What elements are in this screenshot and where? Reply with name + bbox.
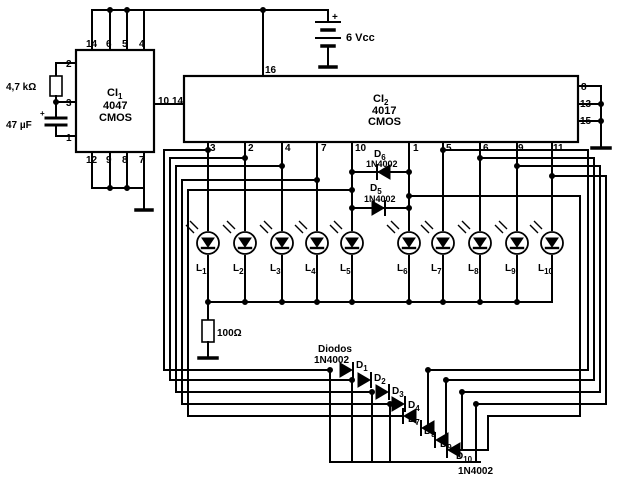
ci2-pin-1: 1 [413,143,419,154]
ci2-type: 4017 [372,105,396,117]
ci2-ground [577,85,612,150]
led-4: L4 [294,220,329,276]
resistor-timing-label: 4,7 kΩ [6,82,36,93]
led-9-label: L9 [505,263,516,276]
led-5-label: L5 [340,263,351,276]
ci1-pin-5: 5 [122,39,128,50]
ci2-pin-9: 9 [518,143,524,154]
battery-label: 6 Vcc [346,32,375,44]
ci1-pin-3: 3 [66,98,72,109]
ci2-family: CMOS [368,116,401,128]
led-9: L9 [494,220,529,276]
ci2-pin-7: 7 [321,143,327,154]
diode-d7-label: D7 [408,414,420,427]
led-5: L5 [329,220,364,276]
ci2-name: CI2 [373,93,389,107]
diode-d5-type: 1N4002 [364,194,396,204]
ci2-pin-4: 4 [285,143,291,154]
feedback-wires [163,147,607,451]
diode-d1-label: D1 [356,360,368,373]
led-2-label: L2 [233,263,244,276]
ci2-pin-3: 3 [210,143,216,154]
led-column-wires: 100Ω [197,141,553,360]
ci2-pin-16: 16 [265,65,277,76]
ci1-pin-1: 1 [66,133,72,144]
ci1-pin-4: 4 [139,39,145,50]
ci2-pin-5: 5 [446,143,452,154]
diode-chain-title: Diodos [318,344,352,355]
ci1-pin-10: 10 [158,96,170,107]
ci2-chip: CI2 4017 CMOS 16 14 8 13 15 3 2 4 7 10 1… [172,65,592,154]
diode-chain-bottom-type: 1N4002 [458,466,493,477]
ci2-pin-11: 11 [553,143,564,154]
led-1-label: L1 [196,263,207,276]
diode-d6-type: 1N4002 [366,159,398,169]
svg-text:+: + [40,109,45,118]
power-rail [91,7,329,77]
led-2: L2 [222,220,257,276]
ci2-pin-8: 8 [581,82,587,93]
ci1-pin-14: 14 [86,39,98,50]
diode-d2-label: D2 [374,373,386,386]
ci1-pin-6: 6 [106,39,112,50]
diode-d10-label: D10 [456,451,473,464]
ci1-pin-2: 2 [66,59,72,70]
led-8-label: L8 [468,263,479,276]
diode-d5-label: D5 [370,183,382,196]
battery-symbol: + 6 Vcc [315,12,375,69]
diode-d6: D6 1N4002 [349,149,412,180]
led-10: L10 [529,220,564,276]
led-3: L3 [259,220,294,276]
diode-d6-label: D6 [374,149,386,162]
battery-plus: + [332,12,338,23]
led-8: L8 [457,220,492,276]
led-1: L1 [185,220,220,276]
diode-chain-type: 1N4002 [314,355,349,366]
ci2-pin-2: 2 [248,143,254,154]
ci2-pin-10: 10 [355,143,367,154]
led-6: L6 [386,220,421,276]
led-7: L7 [420,220,455,276]
ci2-pin-6: 6 [483,143,489,154]
ci2-pin-14: 14 [172,96,184,107]
ci1-name: CI1 [107,87,123,101]
ci1-type: 4047 [103,100,127,112]
led-3-label: L3 [270,263,281,276]
diode-d9-label: D9 [440,439,452,452]
ci1-family: CMOS [99,112,132,124]
led-7-label: L7 [431,263,442,276]
led-10-label: L10 [538,263,554,276]
timing-network: 4,7 kΩ 47 µF + [6,62,77,137]
ci1-pin-7: 7 [139,155,145,166]
capacitor-timing-label: 47 µF [6,120,32,131]
diode-d8-label: D8 [424,426,436,439]
resistor-common-label: 100Ω [217,328,242,339]
ci1-chip: CI1 4047 CMOS 14 6 5 4 12 9 8 7 2 3 1 10 [66,39,170,166]
diode-chain: Diodos 1N4002 D1 D2 D3 D4 D7 D8 D9 [314,344,493,477]
ci1-ground [91,151,154,212]
led-6-label: L6 [397,263,408,276]
diode-d4-label: D4 [408,400,420,413]
diode-d5: D5 1N4002 [349,183,412,216]
ci1-pin-8: 8 [122,155,128,166]
diode-d3-label: D3 [392,386,404,399]
led-4-label: L4 [305,263,316,276]
